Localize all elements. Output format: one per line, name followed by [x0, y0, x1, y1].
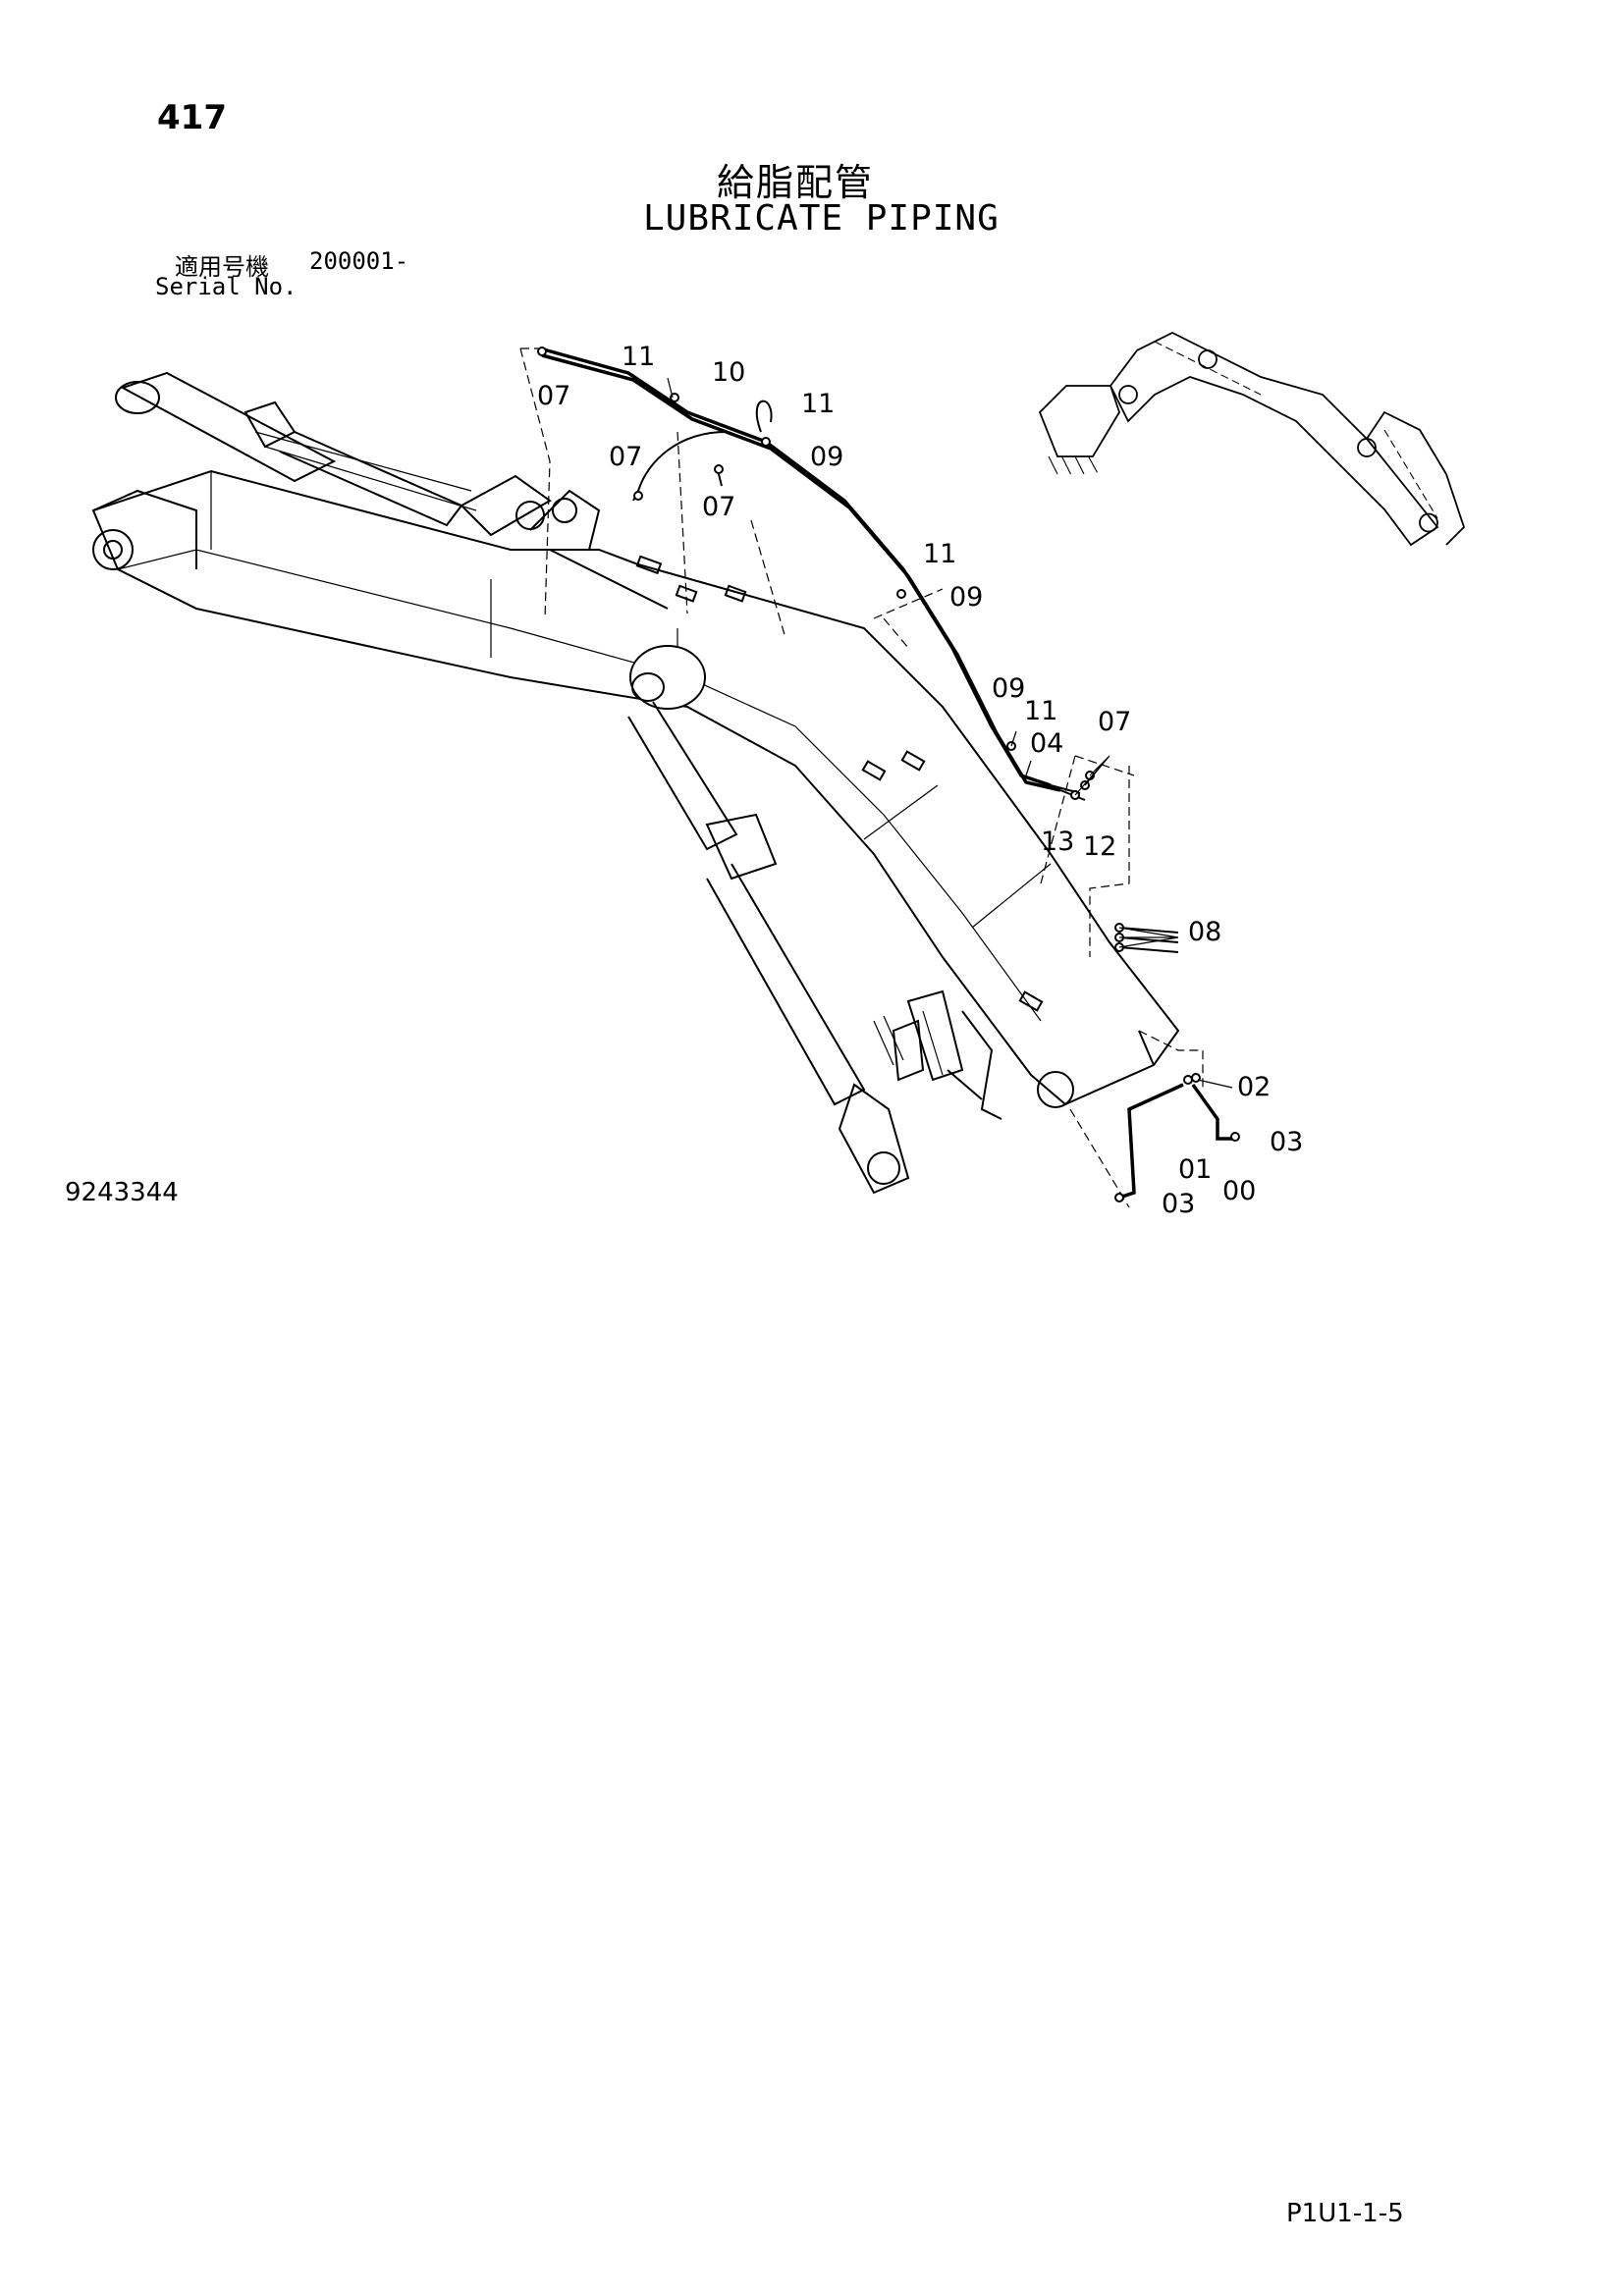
callout-04: 04: [1030, 728, 1063, 759]
callout-09-lower: 09: [992, 673, 1025, 704]
callout-11-upper: 11: [801, 389, 835, 419]
callout-01: 01: [1178, 1154, 1212, 1185]
serial-label-english: Serial No.: [155, 273, 298, 300]
callout-07-middle: 07: [702, 492, 735, 522]
callout-13: 13: [1041, 827, 1074, 857]
callout-labels: 11 10 07 11 09 07 07 11 09 09 11 04 07 1…: [537, 342, 1303, 1219]
callout-07-top-left: 07: [537, 381, 570, 411]
page-title-japanese: 給脂配管: [717, 161, 875, 204]
callout-11-lower: 11: [1024, 696, 1057, 726]
bottom-pipe-assembly: [1114, 1073, 1240, 1202]
callout-03-left: 03: [1162, 1189, 1195, 1219]
callout-11-top: 11: [622, 342, 655, 372]
inset-overview-excavator-front: [1038, 331, 1466, 547]
callout-07-right: 07: [1098, 707, 1131, 737]
callout-00: 00: [1222, 1176, 1256, 1206]
page-title-english: LUBRICATE PIPING: [643, 198, 1000, 239]
callout-09-middle: 09: [949, 582, 983, 613]
callout-08: 08: [1188, 917, 1221, 947]
callout-02: 02: [1237, 1072, 1271, 1102]
callout-10: 10: [712, 357, 745, 388]
grease-fittings: [537, 347, 1124, 952]
arm-cylinder: [627, 645, 1002, 1195]
drawing-number: 9243344: [65, 1178, 179, 1207]
lubrication-pipes: [539, 347, 1179, 953]
page-number: 417: [157, 98, 227, 137]
callout-leaders: [667, 377, 1233, 1089]
callout-03-right: 03: [1270, 1127, 1303, 1157]
page-code: P1U1-1-5: [1286, 2199, 1404, 2228]
callout-11-middle: 11: [923, 539, 956, 569]
serial-value: 200001-: [309, 247, 409, 275]
callout-07-middle-left: 07: [609, 442, 642, 472]
callout-09-upper: 09: [810, 442, 843, 472]
boom-body: [91, 469, 1180, 1108]
boom-cylinder: [115, 371, 552, 537]
serial-label-japanese: 適用号機: [175, 253, 269, 281]
leader-lines: [519, 347, 1204, 1208]
callout-12: 12: [1083, 831, 1116, 862]
